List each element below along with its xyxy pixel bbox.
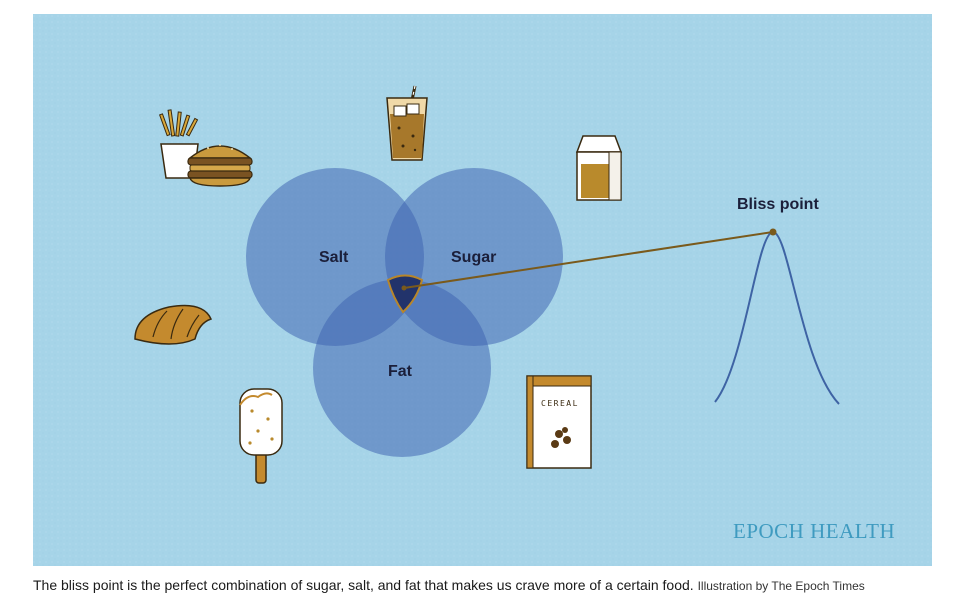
illustration: Salt Sugar Fat Bliss point [33, 14, 932, 566]
venn-overlap-center [386, 274, 424, 314]
bliss-point-marker [769, 228, 777, 236]
caption: The bliss point is the perfect combinati… [33, 577, 933, 593]
cereal-box-icon: CEREAL [526, 375, 592, 469]
iced-drink-icon [386, 85, 428, 161]
caption-text: The bliss point is the perfect combinati… [33, 577, 694, 593]
burger-icon [187, 144, 253, 187]
bliss-point-label: Bliss point [737, 196, 819, 213]
cereal-box-text: CEREAL [541, 399, 579, 408]
brand-logo: EPOCH HEALTH [733, 519, 895, 543]
caption-credit: Illustration by The Epoch Times [697, 579, 865, 593]
venn-label-salt: Salt [319, 249, 349, 266]
venn-label-fat: Fat [388, 363, 413, 380]
milk-carton-icon [575, 135, 623, 201]
ice-cream-bar-icon [239, 388, 283, 484]
bliss-connector-line [403, 231, 774, 289]
overlap-dot [401, 285, 407, 291]
venn-diagram: Salt Sugar Fat [246, 168, 563, 457]
venn-circle-fat [313, 279, 491, 457]
fries-icon [158, 109, 199, 179]
croissant-icon [134, 304, 213, 345]
venn-label-sugar: Sugar [451, 249, 496, 266]
